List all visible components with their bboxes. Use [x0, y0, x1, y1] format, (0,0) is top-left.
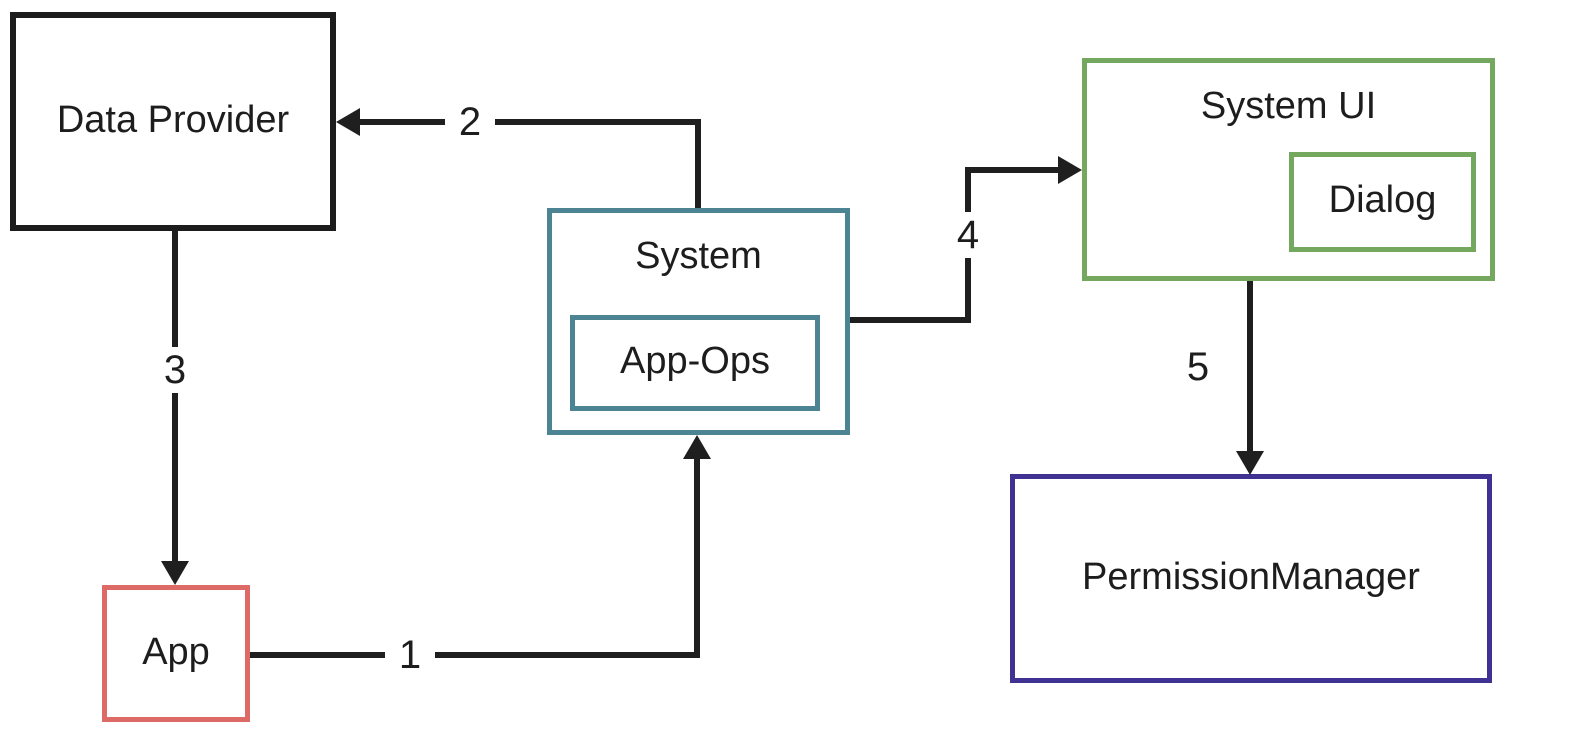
edge5-line-vertical	[1247, 281, 1253, 453]
node-permission-manager-label: PermissionManager	[1082, 555, 1420, 598]
edge4-label: 4	[943, 212, 993, 258]
edge2-line-horizontal	[356, 119, 701, 125]
node-app-ops-label: App-Ops	[620, 339, 770, 382]
edge2-arrowhead-left-icon	[336, 108, 360, 136]
node-system-ui-label: System UI	[1200, 85, 1377, 127]
node-app: App	[102, 585, 250, 722]
node-app-label: App	[142, 630, 210, 673]
edge1-label: 1	[385, 632, 435, 678]
edge4-line-horizontal-lower	[850, 317, 971, 323]
node-dialog-label: Dialog	[1328, 178, 1437, 221]
node-system: System App-Ops	[547, 208, 850, 435]
edge3-label: 3	[150, 347, 200, 393]
node-permission-manager: PermissionManager	[1010, 474, 1492, 683]
edge3-line-vertical	[172, 231, 178, 563]
edge2-line-vertical	[695, 122, 701, 208]
edge3-arrowhead-down-icon	[161, 561, 189, 585]
node-dialog: Dialog	[1289, 152, 1476, 252]
edge1-arrowhead-up-icon	[683, 435, 711, 459]
node-app-ops: App-Ops	[570, 315, 820, 411]
node-system-ui: System UI Dialog	[1082, 58, 1495, 281]
node-system-label: System	[635, 235, 762, 277]
edge5-arrowhead-down-icon	[1236, 451, 1264, 475]
node-data-provider-label: Data Provider	[56, 98, 290, 141]
node-data-provider: Data Provider	[10, 12, 336, 231]
edge1-line-horizontal	[250, 652, 700, 658]
edge1-line-vertical	[694, 455, 700, 658]
edge4-arrowhead-right-icon	[1058, 156, 1082, 184]
edge2-label: 2	[445, 99, 495, 145]
edge5-label: 5	[1173, 344, 1223, 390]
edge4-line-horizontal-upper	[965, 167, 1060, 173]
